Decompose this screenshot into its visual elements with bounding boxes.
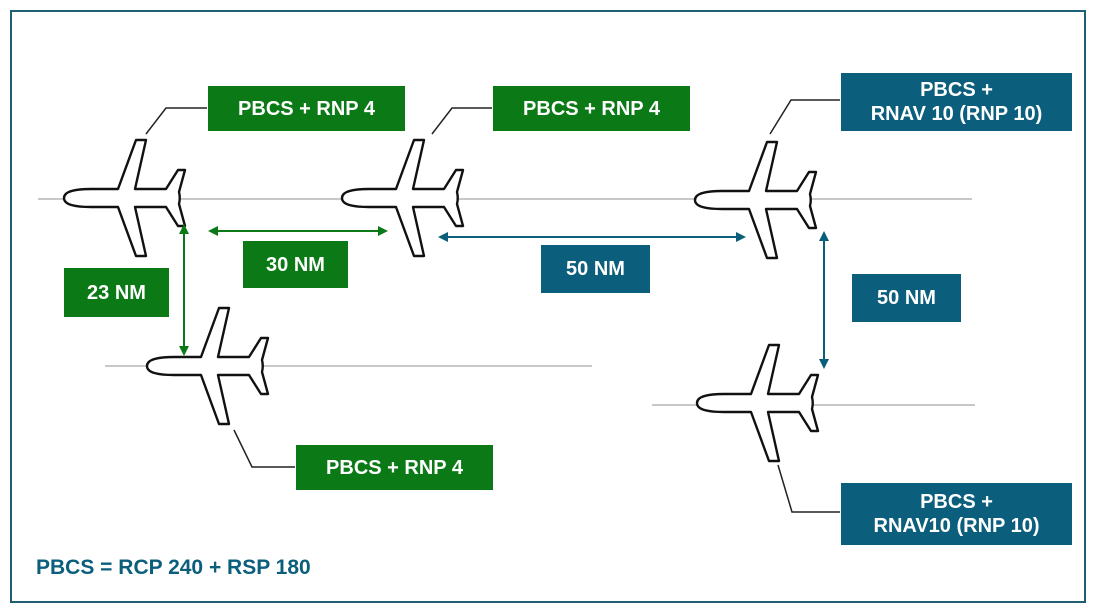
aircraft-4-label-text: PBCS + RNP 4 [326,456,463,479]
separation-horizontal-green-text: 30 NM [266,253,325,276]
separation-label-horizontal-blue: 50 NM [540,244,651,294]
airplane-icon [340,138,465,258]
diagram-frame [10,10,1086,603]
leader-line-aircraft-3 [769,99,841,135]
airplane-icon [145,306,270,426]
separation-horizontal-blue-text: 50 NM [566,258,625,280]
aircraft-5-label-line1: PBCS + [920,491,993,513]
leader-line-aircraft-1 [145,107,208,135]
airplane-icon [62,138,187,258]
separation-vertical-left-text: 23 NM [87,281,146,304]
aircraft-1-label: PBCS + RNP 4 [207,85,406,132]
airplane-icon [693,140,818,260]
aircraft-3-label: PBCS + RNAV 10 (RNP 10) [840,72,1073,132]
aircraft-4-label: PBCS + RNP 4 [295,444,494,491]
separation-label-vertical-left: 23 NM [63,267,170,318]
aircraft-2-label-text: PBCS + RNP 4 [523,97,660,120]
aircraft-1-label-text: PBCS + RNP 4 [238,97,375,120]
leader-line-aircraft-4 [233,429,296,468]
airplane-icon [695,343,820,463]
pbcs-definition-legend: PBCS = RCP 240 + RSP 180 [36,556,311,579]
aircraft-5-label: PBCS + RNAV10 (RNP 10) [840,482,1073,546]
separation-vertical-right-text: 50 NM [877,287,936,309]
aircraft-5-label-line2: RNAV10 (RNP 10) [873,515,1040,537]
aircraft-3-label-line2: RNAV 10 (RNP 10) [870,103,1043,125]
separation-label-horizontal-green: 30 NM [242,240,349,289]
leader-line-aircraft-5 [777,464,841,513]
leader-line-aircraft-2 [431,107,493,135]
aircraft-2-label: PBCS + RNP 4 [492,85,691,132]
separation-label-vertical-right: 50 NM [851,273,962,323]
aircraft-3-label-line1: PBCS + [920,79,993,101]
